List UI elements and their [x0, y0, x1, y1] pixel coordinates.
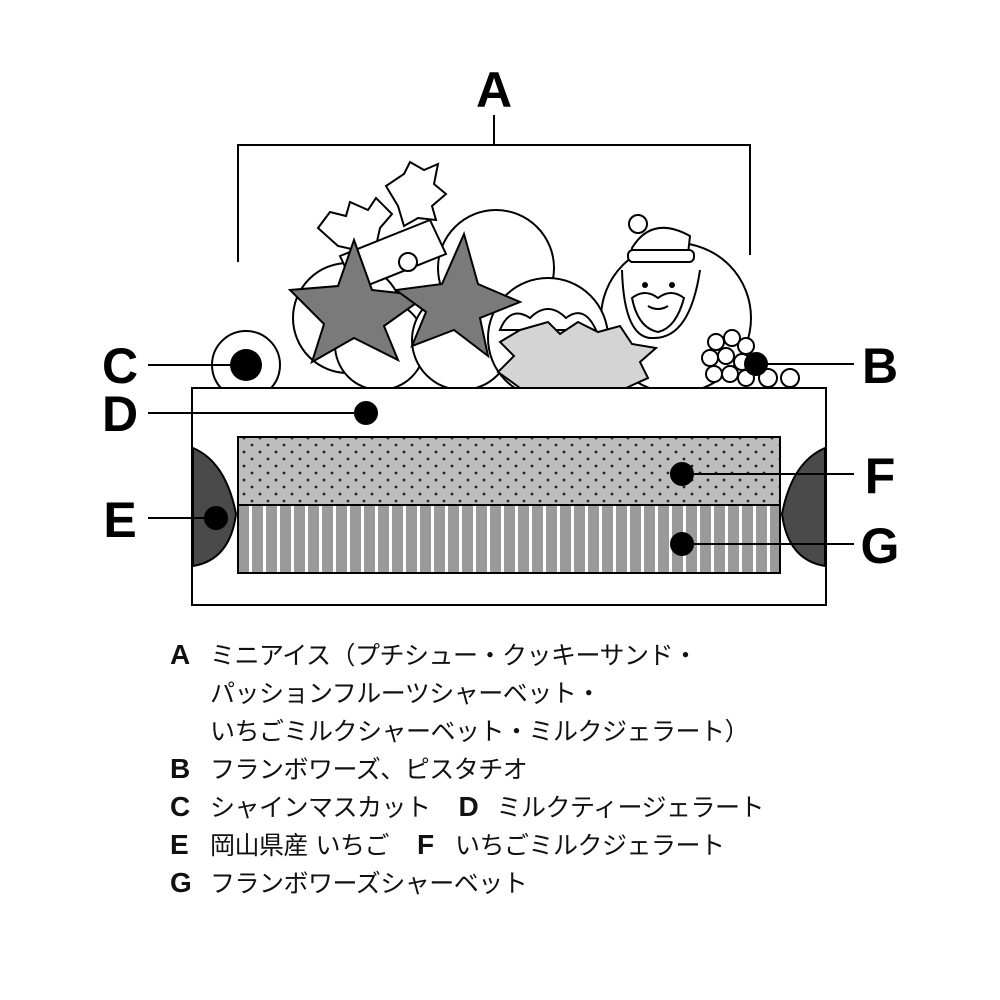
legend-row-g: G フランボワーズシャーベット [170, 864, 990, 902]
callout-f: F [865, 448, 896, 504]
callout-c: C [102, 338, 138, 394]
raspberry-icon [701, 329, 755, 387]
callout-g: G [861, 518, 900, 574]
callout-a: A [476, 62, 512, 118]
legend-text-a-line1: ミニアイス（プチシュー・クッキーサンド・ [210, 641, 698, 670]
legend: A ミニアイス（プチシュー・クッキーサンド・ パッションフルーツシャーベット・ … [170, 636, 990, 902]
callout-leaders [148, 352, 854, 556]
callout-d: D [102, 386, 138, 442]
legend-row-a-cont1: パッションフルーツシャーベット・ [170, 674, 990, 712]
strawberry-right [780, 446, 826, 568]
holly-leaf-icon [384, 160, 448, 228]
legend-key-b: B [170, 753, 191, 784]
legend-key-g: G [170, 867, 192, 898]
legend-key-a: A [170, 639, 191, 670]
layer-strawberry-milk-gelato [237, 436, 781, 506]
legend-text-e: 岡山県産 いちご [210, 831, 389, 860]
legend-text-a-line2: パッションフルーツシャーベット・ [210, 679, 601, 708]
bracket-a [237, 115, 751, 262]
legend-text-c: シャインマスカット [210, 793, 431, 822]
legend-text-d: ミルクティージェラート [496, 793, 765, 822]
callout-e: E [103, 492, 136, 548]
legend-text-a-line3: いちごミルクシャーベット・ミルクジェラート） [210, 717, 750, 746]
legend-text-b: フランボワーズ、ピスタチオ [210, 755, 528, 784]
toppings [287, 160, 800, 399]
legend-key-e: E [170, 829, 189, 860]
pistachio-ball [780, 368, 800, 388]
legend-row-e-f: E 岡山県産 いちご F いちごミルクジェラート [170, 826, 990, 864]
layer-framboise-sherbet [237, 504, 781, 574]
legend-text-f: いちごミルクジェラート [454, 831, 725, 860]
legend-key-f: F [416, 829, 435, 860]
callout-b: B [862, 338, 898, 394]
legend-row-a-cont2: いちごミルクシャーベット・ミルクジェラート） [170, 712, 990, 750]
legend-key-d: D [458, 791, 479, 822]
legend-row-a: A ミニアイス（プチシュー・クッキーサンド・ [170, 636, 990, 674]
sorbet-drip [498, 308, 598, 331]
sorbet-wafer [496, 320, 659, 389]
legend-row-b: B フランボワーズ、ピスタチオ [170, 750, 990, 788]
star-icon [393, 231, 523, 359]
legend-key-c: C [170, 791, 191, 822]
legend-text-g: フランボワーズシャーベット [210, 869, 528, 898]
legend-row-c-d: C シャインマスカット D ミルクティージェラート [170, 788, 990, 826]
